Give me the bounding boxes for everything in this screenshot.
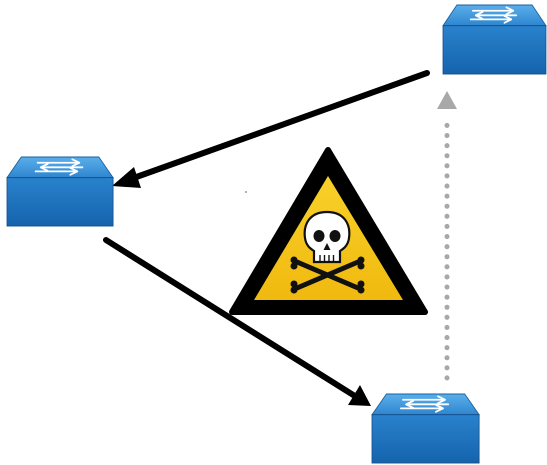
switch-top-right[interactable] xyxy=(442,4,547,75)
arrowhead-icon xyxy=(348,385,371,406)
link-left-to-bottom xyxy=(103,237,371,406)
switch-left[interactable] xyxy=(6,156,115,227)
switch-bottom[interactable] xyxy=(371,393,481,464)
network-switch-icon xyxy=(371,393,481,464)
arrowhead-icon xyxy=(112,167,141,188)
link-bottom-to-top-right-dotted xyxy=(437,91,457,381)
skull-icon xyxy=(290,210,365,294)
arrowhead-icon xyxy=(437,91,457,109)
network-switch-icon xyxy=(442,4,547,75)
speck-mark xyxy=(245,191,247,193)
link-top-right-to-left xyxy=(112,70,430,188)
skull-crossbones-warning-icon xyxy=(229,147,428,315)
network-switch-icon xyxy=(6,156,115,227)
